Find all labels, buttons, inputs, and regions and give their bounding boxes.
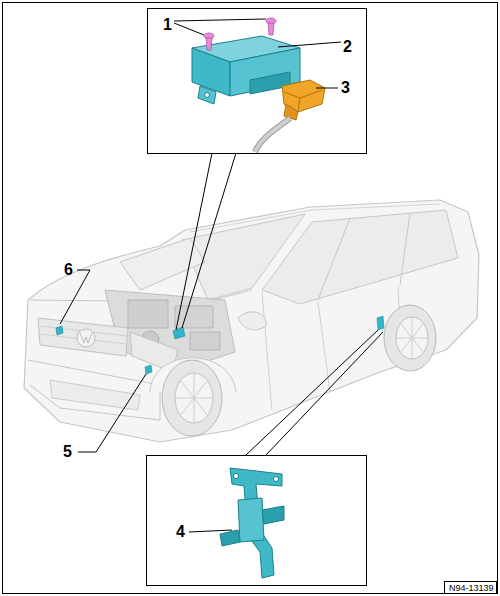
leader-line bbox=[78, 374, 146, 452]
callout-number: 2 bbox=[343, 39, 352, 55]
sensor-inset bbox=[147, 456, 367, 586]
inset-leader bbox=[246, 330, 383, 455]
callout-number: 5 bbox=[63, 444, 72, 460]
leader-line bbox=[60, 270, 90, 324]
figure-number: N94-13139 bbox=[449, 584, 492, 593]
control-unit-inset bbox=[148, 9, 367, 154]
callout-number: 1 bbox=[163, 17, 172, 33]
car-illustration bbox=[24, 200, 479, 442]
frame bbox=[3, 3, 498, 594]
inset-leader bbox=[176, 153, 236, 330]
callout-number: 4 bbox=[176, 524, 185, 540]
callout-number: 3 bbox=[341, 80, 350, 96]
figure-number-box: N94-13139 bbox=[444, 581, 497, 594]
callout-number: 6 bbox=[64, 262, 73, 278]
